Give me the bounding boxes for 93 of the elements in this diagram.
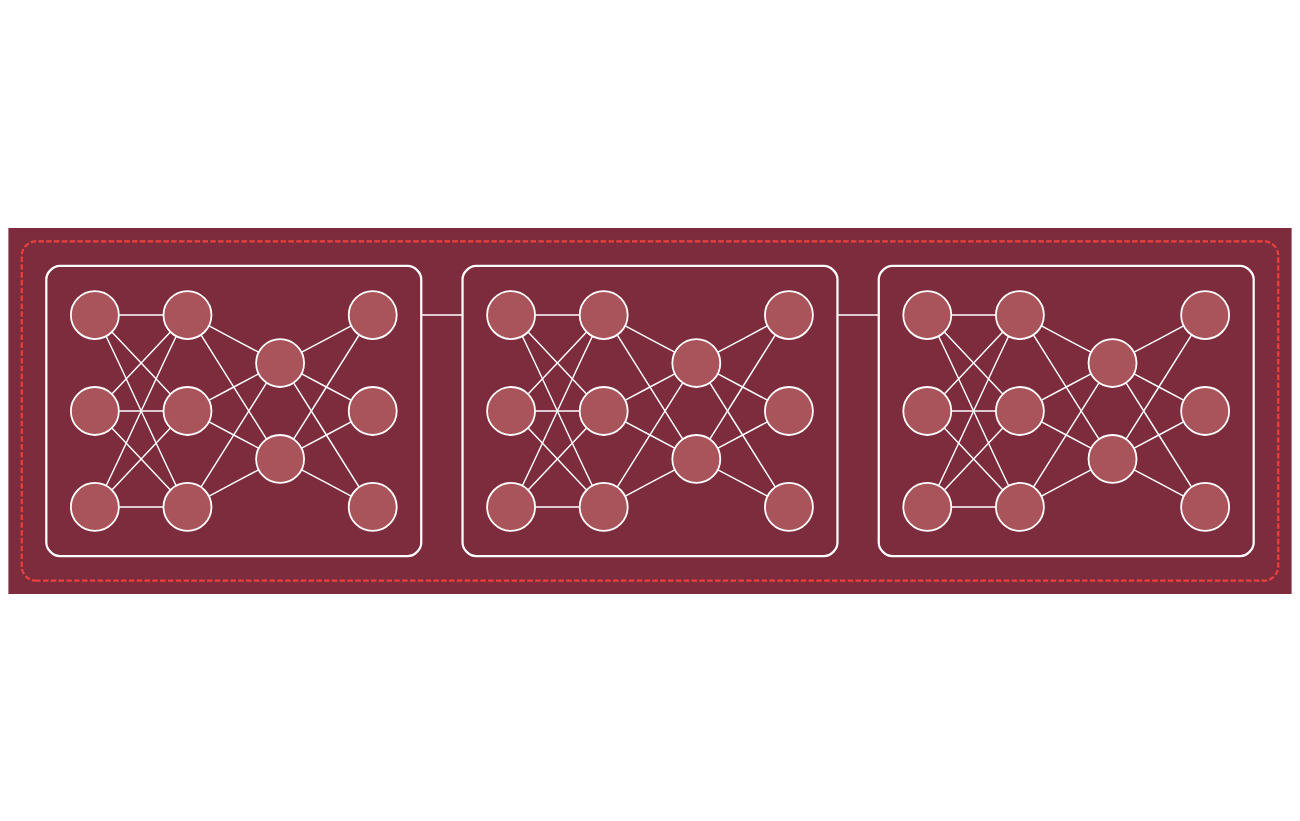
connector: [1040, 468, 1092, 497]
node-circle: [902, 481, 953, 532]
connector: [1125, 381, 1193, 488]
connector: [616, 333, 684, 440]
connector: [301, 468, 352, 497]
node-circle: [764, 481, 814, 532]
connector: [937, 335, 1010, 486]
node-circle: [162, 481, 213, 532]
node-circle: [69, 289, 120, 340]
connector: [624, 372, 676, 401]
connector: [208, 372, 260, 401]
connector: [208, 324, 260, 353]
connector: [200, 333, 268, 440]
cluster: [461, 264, 839, 557]
connector: [943, 330, 1004, 395]
node-circle: [486, 289, 536, 340]
node-circle: [671, 337, 722, 388]
connector: [118, 313, 165, 316]
connector: [1125, 333, 1193, 440]
connector: [111, 330, 172, 395]
node-circle: [902, 385, 953, 436]
connector: [1032, 381, 1100, 488]
node-circle: [162, 385, 213, 436]
node-circle: [578, 385, 629, 436]
connector: [836, 313, 880, 316]
connector: [950, 505, 997, 508]
connector: [521, 335, 593, 486]
connector: [1133, 420, 1185, 449]
connector: [534, 313, 581, 316]
node-circle: [347, 289, 398, 340]
connector: [200, 381, 268, 488]
cluster: [20, 239, 1280, 582]
connector: [717, 420, 769, 449]
connector: [111, 426, 172, 491]
node-circle: [764, 289, 814, 340]
connector: [950, 313, 997, 316]
connector: [717, 468, 769, 497]
node-circle: [69, 385, 120, 436]
connector: [709, 381, 777, 488]
node-circle: [902, 289, 953, 340]
cluster: [45, 264, 423, 557]
connector: [527, 330, 588, 395]
node-circle: [1087, 337, 1138, 388]
connector: [624, 420, 676, 449]
connector: [208, 420, 260, 449]
connector: [1133, 372, 1185, 401]
node-circle: [995, 289, 1045, 340]
connector: [616, 381, 684, 488]
node-circle: [1180, 289, 1231, 340]
connector: [118, 409, 165, 412]
node-circle: [255, 337, 305, 388]
connector: [717, 324, 769, 353]
connector: [293, 381, 360, 488]
node-circle: [347, 385, 398, 436]
node-circle: [1180, 481, 1231, 532]
connector: [527, 426, 588, 491]
connector: [301, 324, 352, 353]
node-circle: [347, 481, 398, 532]
connector: [534, 409, 581, 412]
node-circle: [162, 289, 213, 340]
connector: [624, 468, 676, 497]
node-circle: [764, 385, 814, 436]
connector: [208, 468, 260, 497]
connector: [301, 372, 352, 401]
node-circle: [1087, 433, 1138, 484]
node-circle: [995, 385, 1045, 436]
node-circle: [69, 481, 120, 532]
cluster: [877, 264, 1255, 557]
node-circle: [486, 481, 536, 532]
node-circle: [995, 481, 1045, 532]
connector: [1040, 372, 1092, 401]
connector: [105, 335, 177, 486]
connector: [118, 505, 165, 508]
connector: [301, 420, 352, 449]
connector: [950, 409, 997, 412]
connector: [717, 372, 769, 401]
node-circle: [486, 385, 536, 436]
node-circle: [255, 433, 305, 484]
connector: [1040, 324, 1092, 353]
connector: [534, 505, 581, 508]
node-circle: [671, 433, 722, 484]
connector: [293, 333, 360, 440]
connector: [1133, 468, 1185, 497]
node-circle: [1180, 385, 1231, 436]
connector: [1032, 333, 1100, 440]
node-circle: [578, 289, 629, 340]
connector: [420, 313, 464, 316]
connector: [1040, 420, 1092, 449]
connector: [709, 333, 777, 440]
connector: [624, 324, 676, 353]
connector: [1133, 324, 1185, 353]
connector: [943, 426, 1004, 491]
node-circle: [578, 481, 629, 532]
